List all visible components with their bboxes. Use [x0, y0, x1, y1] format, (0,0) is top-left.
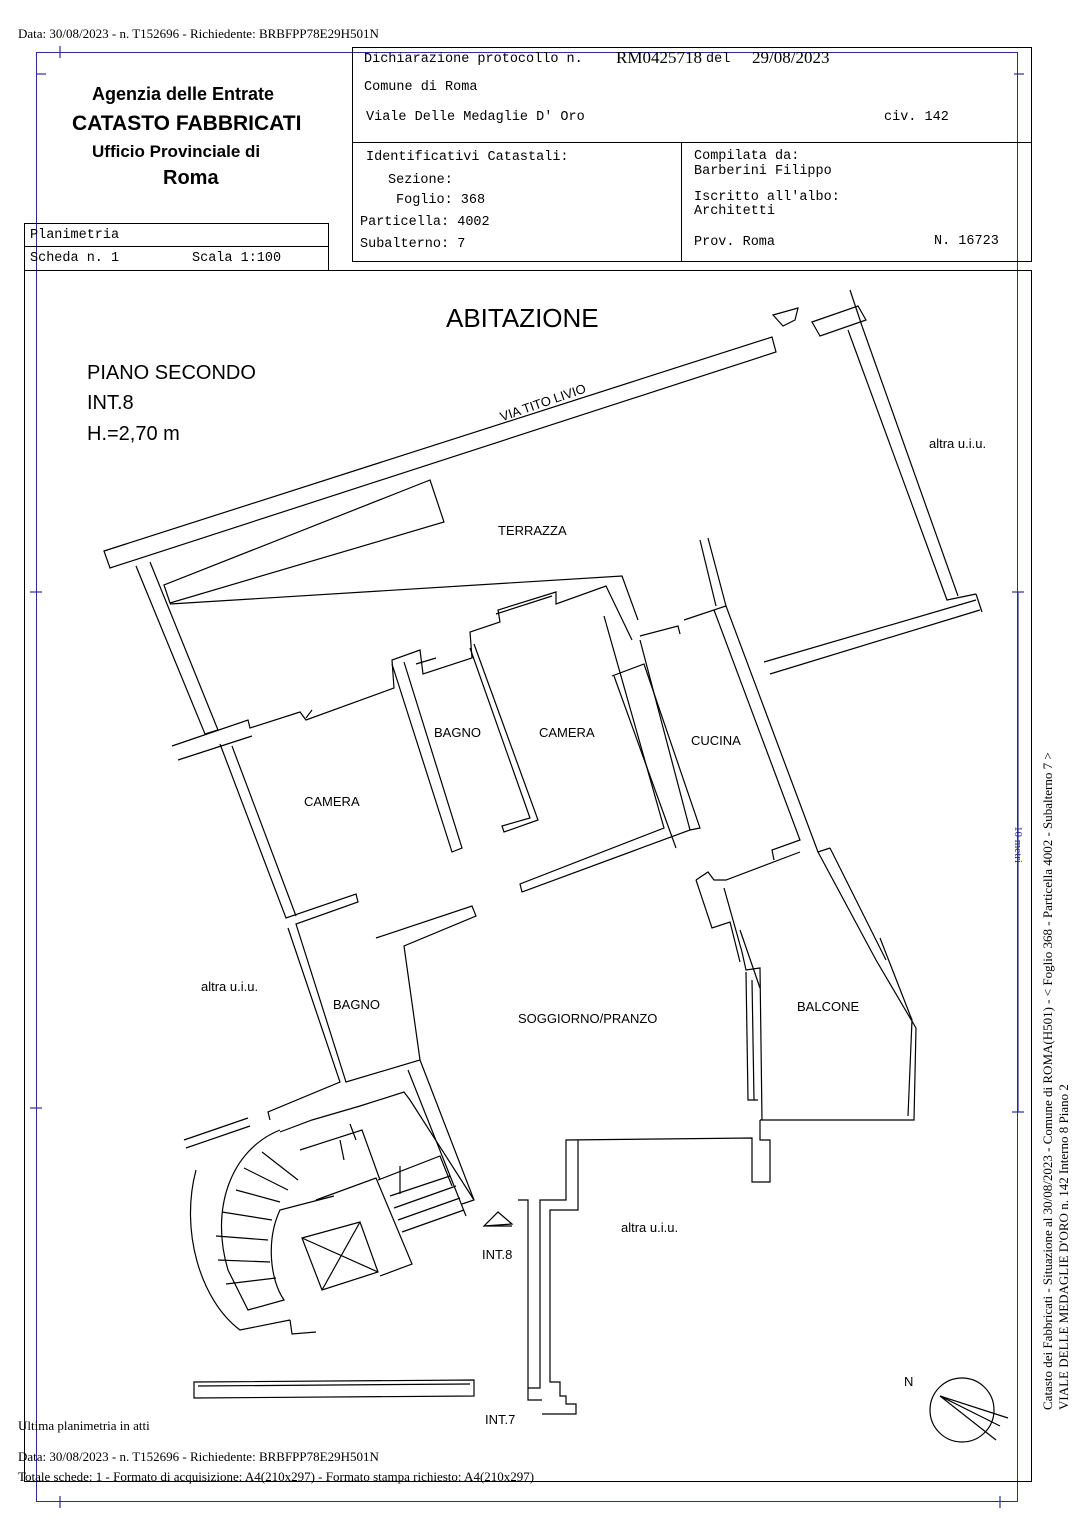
planimetria-title: Planimetria — [30, 228, 120, 243]
footer-request-line: Data: 30/08/2023 - n. T152696 - Richiede… — [18, 1449, 379, 1464]
footer-last-plan: Ultima planimetria in atti — [18, 1418, 150, 1433]
agency-office: Ufficio Provinciale di — [92, 142, 261, 161]
declaration-date: 29/08/2023 — [752, 48, 830, 67]
header-request-line: Data: 30/08/2023 - n. T152696 - Richiede… — [18, 26, 379, 41]
altra-uiu-2: altra u.i.u. — [201, 979, 259, 994]
altra-uiu-3: altra u.i.u. — [621, 1220, 679, 1235]
room-bagno-2: BAGNO — [333, 997, 380, 1012]
planimetria-scala: Scala 1:100 — [192, 251, 282, 266]
footer-totale: Totale schede: 1 - Formato di acquisizio… — [18, 1469, 535, 1484]
agency-catasto: CATASTO FABBRICATI — [72, 112, 302, 135]
declaration-del: del — [706, 52, 731, 67]
compiler-albo-label: Iscritto all'albo: — [694, 190, 840, 205]
scale-bar-label: 10 metri — [1012, 826, 1024, 863]
room-camera-1: CAMERA — [304, 794, 360, 809]
side-address-line: VIALE DELLE MEDAGLIE D'ORO n. 142 Intern… — [1056, 1084, 1071, 1410]
compiler-province: Prov. Roma — [694, 235, 776, 250]
declaration-comune: Comune di Roma — [364, 80, 478, 95]
declaration-number: RM0425718 — [616, 48, 702, 67]
compiler-albo: Architetti — [694, 204, 776, 219]
room-cucina: CUCINA — [691, 733, 741, 748]
identifiers-foglio: Foglio: 368 — [396, 193, 486, 208]
identifiers-particella: Particella: 4002 — [360, 215, 490, 230]
agency-city: Roma — [163, 167, 219, 189]
plan-title: ABITAZIONE — [446, 303, 599, 333]
compiler-number: N. 16723 — [934, 234, 999, 249]
compiler-name: Barberini Filippo — [694, 164, 832, 179]
entrance-int7: INT.7 — [485, 1412, 516, 1427]
declaration-address: Viale Delle Medaglie D' Oro — [366, 110, 585, 125]
north-arrow-icon: N — [904, 1374, 914, 1389]
identifiers-title: Identificativi Catastali: — [366, 150, 569, 165]
declaration-prefix: Dichiarazione protocollo n. — [364, 52, 583, 67]
entrance-int8: INT.8 — [482, 1247, 513, 1262]
compiler-label: Compilata da: — [694, 149, 800, 164]
room-bagno-1: BAGNO — [434, 725, 481, 740]
altra-uiu-1: altra u.i.u. — [929, 436, 987, 451]
identifiers-subalterno: Subalterno: 7 — [360, 237, 466, 252]
room-soggiorno: SOGGIORNO/PRANZO — [518, 1011, 658, 1026]
side-situation-line: Catasto dei Fabbricati - Situazione al 3… — [1040, 752, 1055, 1410]
plan-unit: INT.8 — [87, 392, 134, 414]
room-camera-2: CAMERA — [539, 725, 595, 740]
agency-name: Agenzia delle Entrate — [92, 84, 275, 104]
planimetria-scheda: Scheda n. 1 — [30, 251, 120, 266]
plan-floor: PIANO SECONDO — [87, 362, 256, 384]
compiler-box — [681, 142, 1032, 262]
planimetria-divider — [24, 246, 329, 247]
plan-height: H.=2,70 m — [87, 423, 180, 445]
room-balcone: BALCONE — [797, 999, 860, 1014]
room-terrazza: TERRAZZA — [498, 523, 567, 538]
drawing-frame — [24, 270, 1032, 1482]
declaration-civ: civ. 142 — [884, 110, 949, 125]
identifiers-sezione: Sezione: — [388, 173, 453, 188]
